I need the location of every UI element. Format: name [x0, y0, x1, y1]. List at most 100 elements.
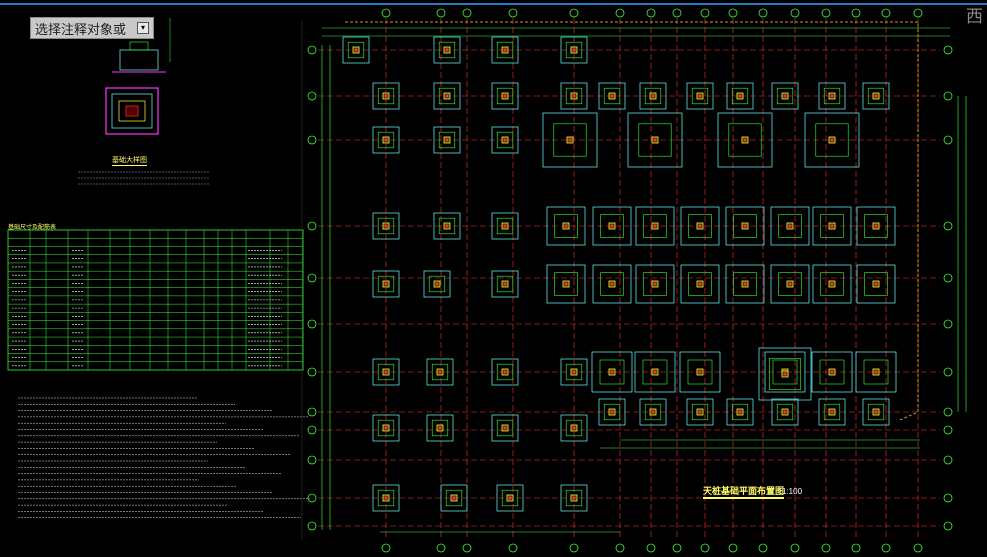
footing-step: [643, 214, 667, 238]
footing-step: [377, 217, 395, 235]
column-core: [503, 426, 507, 430]
footing-step: [565, 363, 583, 381]
footing-outline: [546, 206, 586, 246]
footing-outline: [862, 82, 890, 110]
footing-outline: [560, 36, 588, 64]
axis-bubble: [307, 319, 317, 329]
axis-bubble: [307, 521, 317, 531]
footing-outline: [491, 126, 519, 154]
column-core: [743, 282, 747, 286]
axis-bubble: [307, 45, 317, 55]
column-core: [788, 282, 792, 286]
footing-step: [496, 87, 514, 105]
footing-outline: [372, 126, 400, 154]
axis-bubble: [821, 543, 831, 553]
select-annotation-dropdown[interactable]: 选择注释对象或 ▾: [30, 17, 154, 39]
axis-bubble: [943, 91, 953, 101]
footing-outline: [433, 36, 461, 64]
column-core: [610, 370, 614, 374]
footing-step: [445, 489, 463, 507]
axis-bubble: [569, 543, 579, 553]
footing-step: [377, 419, 395, 437]
column-core: [445, 224, 449, 228]
footing-step: [815, 123, 849, 157]
axis-bubble: [569, 8, 579, 18]
footing-outline: [770, 264, 810, 304]
footing-step: [438, 41, 456, 59]
footing-outline: [804, 112, 860, 168]
column-core: [738, 410, 742, 414]
footing-step: [599, 359, 625, 385]
column-core: [572, 426, 576, 430]
axis-bubble: [307, 135, 317, 145]
column-core: [874, 370, 878, 374]
axis-bubble: [913, 543, 923, 553]
footing-outline: [725, 264, 765, 304]
footing-step: [691, 403, 709, 421]
footing-outline: [372, 484, 400, 512]
footing-outline: [342, 36, 370, 64]
column-core: [503, 138, 507, 142]
footing-outline: [372, 212, 400, 240]
footing-outline: [592, 264, 632, 304]
footing-outline: [591, 351, 633, 393]
plan-scale: 1:100: [782, 487, 803, 496]
footing-step: [565, 41, 583, 59]
axis-bubble: [881, 543, 891, 553]
footing-step: [642, 359, 668, 385]
footing-outline: [491, 82, 519, 110]
footing-outline: [433, 126, 461, 154]
column-core: [874, 282, 878, 286]
footing-step: [377, 363, 395, 381]
axis-bubble: [307, 273, 317, 283]
footing-step: [347, 41, 365, 59]
footing-outline: [627, 112, 683, 168]
footing-step: [772, 359, 798, 385]
footing-outline: [598, 398, 626, 426]
footing-outline: [725, 206, 765, 246]
footing-outline: [812, 264, 852, 304]
column-core: [503, 224, 507, 228]
footing-step: [565, 419, 583, 437]
column-core: [698, 94, 702, 98]
footing-outline: [686, 82, 714, 110]
axis-bubble: [943, 425, 953, 435]
footing-step: [377, 131, 395, 149]
footing-step: [377, 275, 395, 293]
footing-outline: [856, 264, 896, 304]
column-core: [610, 282, 614, 286]
footing-outline: [771, 82, 799, 110]
column-core: [830, 370, 834, 374]
footing-outline: [592, 206, 632, 246]
footing-outline: [639, 82, 667, 110]
footing-outline: [372, 270, 400, 298]
viewcube-west-label[interactable]: 西: [966, 7, 983, 27]
detail-plan-core: [125, 105, 139, 117]
detail-plan-outer: [105, 87, 159, 135]
footing-outline: [542, 112, 598, 168]
footing-outline: [680, 206, 720, 246]
footing-step: [823, 87, 841, 105]
column-core: [610, 94, 614, 98]
column-core: [445, 94, 449, 98]
column-core: [830, 282, 834, 286]
footing-outline: [812, 206, 852, 246]
footing-step: [776, 87, 794, 105]
column-core: [698, 224, 702, 228]
column-core: [698, 410, 702, 414]
footing-step: [496, 363, 514, 381]
footing-outline: [598, 82, 626, 110]
column-core: [830, 410, 834, 414]
footing-step: [733, 214, 757, 238]
column-core: [743, 138, 747, 142]
column-core: [572, 496, 576, 500]
footing-outline: [855, 351, 897, 393]
chevron-down-icon[interactable]: ▾: [137, 22, 149, 34]
axis-bubble: [881, 8, 891, 18]
column-core: [503, 94, 507, 98]
column-core: [564, 282, 568, 286]
footing-step: [431, 363, 449, 381]
footing-step: [688, 272, 712, 296]
